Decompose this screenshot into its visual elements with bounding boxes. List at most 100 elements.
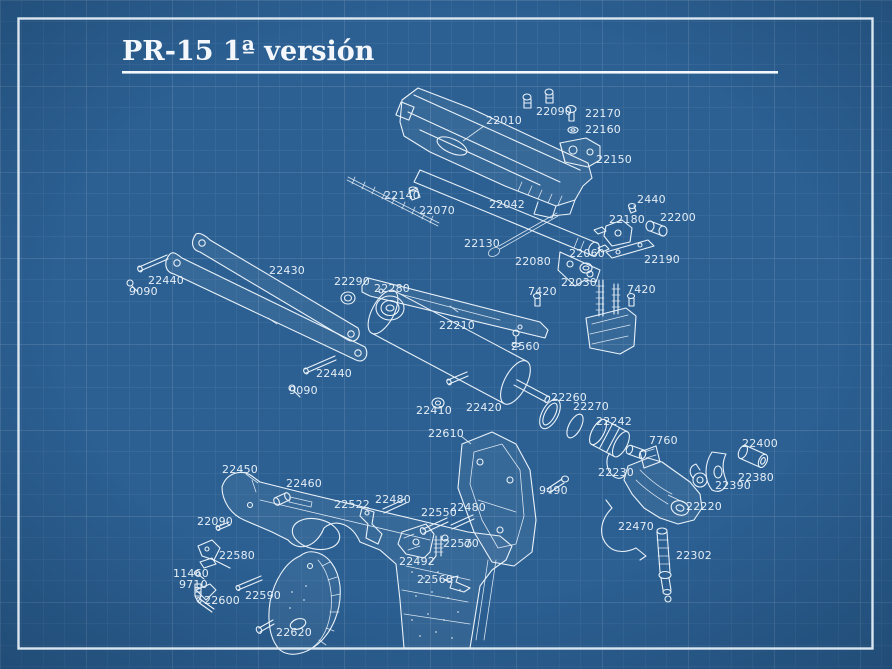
part-label-22522: 22522 [334, 498, 370, 511]
part-label-22080: 22080 [515, 255, 551, 268]
part-label-7420: 7420 [528, 285, 557, 298]
part-label-22590: 22590 [245, 589, 281, 602]
part-plug-22070 [408, 186, 421, 201]
part-rail-22102 [361, 277, 549, 339]
part-cap-22400 [737, 444, 769, 469]
title-underline [122, 71, 778, 74]
part-label-22460: 22460 [286, 477, 322, 490]
part-label-22580: 22580 [219, 549, 255, 562]
part-ring-22060 [579, 262, 593, 274]
grip-texture-dots [411, 571, 461, 639]
part-label-22302: 22302 [676, 549, 712, 562]
part-bracket-22600 [195, 583, 217, 613]
part-label-22600: 22600 [204, 594, 240, 607]
part-slide-22010 [395, 87, 593, 219]
part-screw-2440 [627, 202, 637, 214]
part-screw-9490 [546, 475, 570, 494]
part-pin-22480-right [450, 514, 475, 530]
part-flat-spring-22560 [443, 575, 471, 593]
page-title: PR-15 1ª versión [122, 36, 375, 67]
part-label-22492: 22492 [399, 555, 435, 568]
part-screw-7420-right [626, 292, 636, 307]
part-label-22450: 22450 [222, 463, 258, 476]
part-label-22090: 22090 [536, 105, 572, 118]
part-label-22180: 22180 [609, 213, 645, 226]
part-pin-22440-top [137, 254, 169, 273]
part-label-22440: 22440 [148, 274, 184, 287]
part-label-22610: 22610 [428, 427, 464, 440]
part-pin-22550 [419, 517, 449, 535]
part-pin-22440-bottom [303, 355, 337, 375]
part-label-22200: 22200 [660, 211, 696, 224]
part-ring-22270 [566, 413, 584, 439]
part-label-22620: 22620 [276, 626, 312, 639]
part-sight-screw-22170 [565, 104, 577, 122]
part-pin-22590 [235, 575, 263, 592]
part-link-22080 [557, 251, 601, 287]
part-label-22470: 22470 [618, 520, 654, 533]
part-label-22270: 22270 [573, 400, 609, 413]
part-label-9710: 9710 [179, 578, 208, 591]
part-screw-11460 [193, 569, 205, 580]
part-label-22390: 22390 [715, 479, 751, 492]
label-leader-line [667, 494, 686, 504]
part-label-2440: 2440 [637, 193, 666, 206]
part-lever-22522 [359, 507, 383, 545]
part-block-22180 [593, 219, 633, 247]
part-label-2560: 2560 [511, 340, 540, 353]
part-label-22480: 22480 [375, 493, 411, 506]
part-screw-9090-bottom [288, 384, 301, 398]
part-screws-22090 [522, 88, 554, 109]
part-label-9090: 9090 [129, 285, 158, 298]
part-sear-22580 [197, 539, 231, 569]
part-lever-22380 [705, 451, 727, 492]
part-valve-stem-22302 [656, 527, 672, 603]
part-label-22430: 22430 [269, 264, 305, 277]
part-label-22030: 22030 [561, 276, 597, 289]
part-cocking-lever-22430 [165, 232, 368, 362]
part-piston-head-22242 [589, 418, 630, 458]
part-label-22570: 22570 [443, 537, 479, 550]
part-screw-9710 [194, 583, 202, 603]
part-rear-sight-22150 [559, 137, 601, 168]
part-screw-22620 [255, 619, 275, 634]
part-label-22440: 22440 [316, 367, 352, 380]
part-label-22420: 22420 [466, 401, 502, 414]
part-label-22290: 22290 [334, 275, 370, 288]
part-screw-7420-left [532, 292, 542, 307]
part-label-22480: 22480 [450, 501, 486, 514]
part-sear-block-22492 [397, 523, 435, 559]
part-bushing-22290 [340, 291, 356, 305]
part-label-7760: 7760 [649, 434, 678, 447]
part-plug-7760 [625, 444, 647, 460]
part-ring-22260 [539, 398, 561, 430]
part-label-22042: 22042 [489, 198, 525, 211]
part-trigger-plate-22610 [457, 431, 537, 567]
part-label-22550: 22550 [421, 506, 457, 519]
part-label-22210: 22210 [439, 319, 475, 332]
label-leader-line [462, 125, 485, 142]
part-barrel-22042 [413, 169, 600, 257]
part-label-22140: 22140 [384, 189, 420, 202]
part-spring-rod-22140 [346, 176, 440, 227]
part-label-7420: 7420 [627, 283, 656, 296]
part-label-22220: 22220 [686, 500, 722, 513]
part-pin-22480-left [382, 498, 407, 514]
part-bolt-block-22030 [585, 279, 637, 355]
part-label-22380: 22380 [738, 471, 774, 484]
part-label-22260: 22260 [551, 391, 587, 404]
part-cylinder-22210 [367, 289, 551, 405]
part-seal-22280 [375, 295, 405, 321]
part-label-22150: 22150 [596, 153, 632, 166]
part-label-22410: 22410 [416, 404, 452, 417]
part-label-22400: 22400 [742, 437, 778, 450]
part-wire-spring-22470 [601, 499, 647, 561]
part-ratchet-22390 [689, 463, 708, 488]
part-label-22070: 22070 [419, 204, 455, 217]
part-washer-22160 [567, 126, 579, 134]
part-label-22190: 22190 [644, 253, 680, 266]
part-valve-body-22220 [623, 445, 703, 525]
part-label-22090: 22090 [197, 515, 233, 528]
